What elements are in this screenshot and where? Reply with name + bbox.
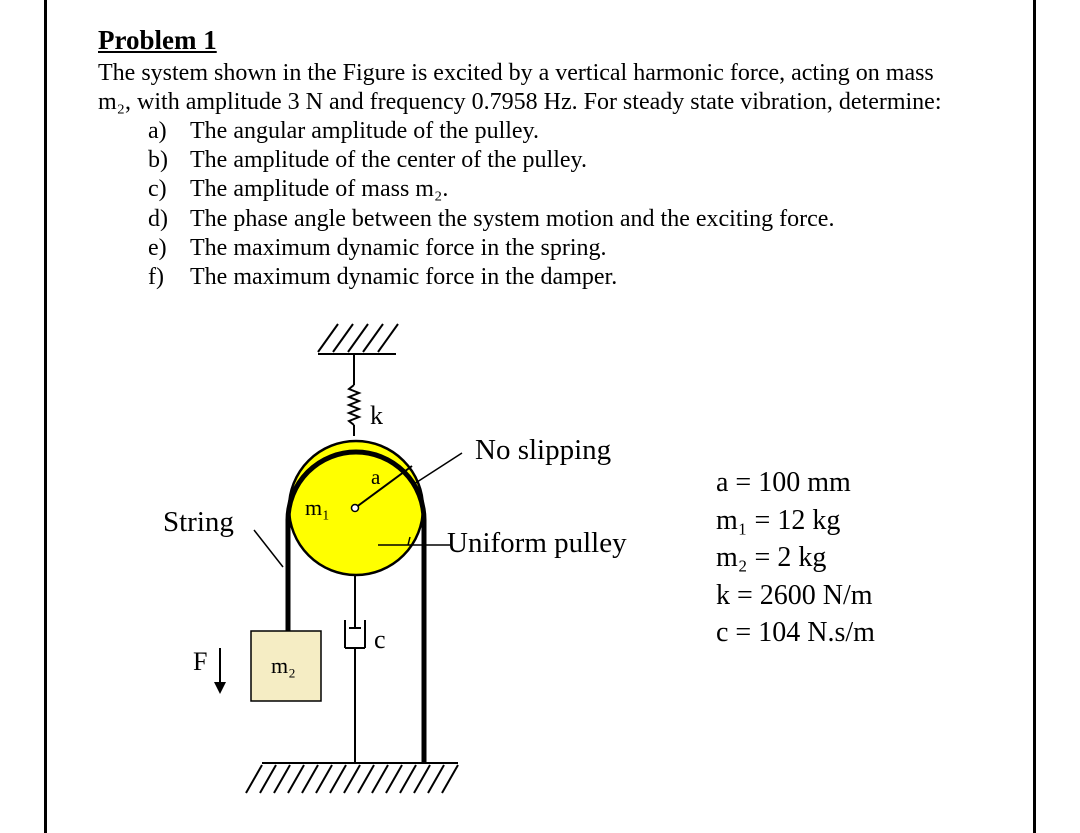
parameter-m1: m₁ = 12 kg [716,504,841,536]
task-item-b: b) The amplitude of the center of the pul… [148,146,834,175]
string-leader [253,529,284,568]
uniform-pulley-label: Uniform pulley [447,527,627,559]
task-list: a) The angular amplitude of the pulley. b… [148,117,834,292]
no-slipping-leader [413,452,463,485]
ground-support [245,762,459,794]
task-item-a: a) The angular amplitude of the pulley. [148,117,834,146]
problem-statement-line-2: m₂, with amplitude 3 N and frequency 0.7… [98,89,942,115]
task-text: The maximum dynamic force in the damper. [190,264,618,291]
task-marker: b) [148,147,168,174]
task-text: The amplitude of mass m₂. [190,176,449,203]
damper-label: c [374,625,386,654]
string-wrap [285,449,427,521]
uniform-pulley-leader-tick [407,536,411,546]
task-item-d: d) The phase angle between the system mot… [148,205,834,234]
string-label: String [163,506,234,538]
spring-label: k [370,401,383,430]
force-label: F [193,647,207,676]
no-slipping-label: No slipping [475,434,611,466]
radius-label: a [371,465,381,489]
task-marker: c) [148,176,167,203]
parameter-m2: m₂ = 2 kg [716,542,827,573]
task-item-f: f) The maximum dynamic force in the dampe… [148,263,834,292]
page-border-right [1033,0,1036,833]
problem-title: Problem 1 [98,25,217,55]
ceiling-support [317,323,399,355]
page-border-left [44,0,47,833]
m2-label: m₂ [271,653,296,678]
parameter-k: k = 2600 N/m [716,579,873,611]
spring [346,354,362,436]
task-item-e: e) The maximum dynamic force in the sprin… [148,234,834,263]
m1-label: m₁ [305,495,330,520]
mass-m2-block [250,630,322,702]
problem-statement-line-1: The system shown in the Figure is excite… [98,60,934,86]
parameter-list: a = 100 mm m₁ = 12 kg m₂ = 2 kg k = 2600… [716,464,875,652]
force-arrow-icon [214,648,226,694]
task-marker: d) [148,205,168,232]
problem-statement: The system shown in the Figure is excite… [98,59,998,117]
task-marker: a) [148,118,167,144]
task-marker: e) [148,234,167,261]
task-text: The phase angle between the system motio… [190,205,835,232]
task-text: The maximum dynamic force in the spring. [190,234,607,261]
radius-line [354,465,413,509]
task-item-c: c) The amplitude of mass m₂. [148,175,834,204]
pulley-center [350,503,360,513]
parameter-a: a = 100 mm [716,467,851,498]
task-text: The angular amplitude of the pulley. [190,118,539,144]
parameter-c: c = 104 N.s/m [716,617,875,648]
damper [344,575,366,763]
task-text: The amplitude of the center of the pulle… [190,147,587,174]
task-marker: f) [148,264,164,291]
